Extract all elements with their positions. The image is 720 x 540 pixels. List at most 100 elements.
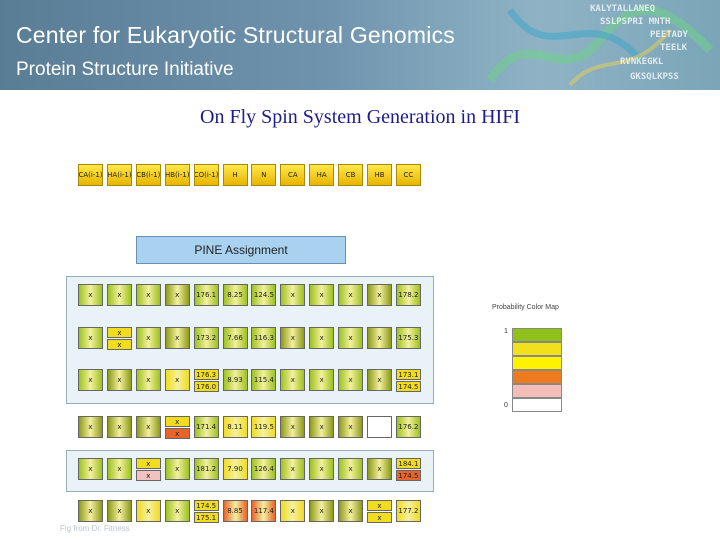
header-cell: N xyxy=(251,164,277,186)
spin-cell: 178.2 xyxy=(395,284,421,306)
spin-cell-split: 174.5 xyxy=(395,381,421,392)
spin-cell: x xyxy=(338,327,364,349)
sequence-text-5: RVNKEGKL xyxy=(620,57,664,67)
header-banner: KALYTALLANEQ SSLPSPRI MNTH PEETADY TEELK… xyxy=(0,0,720,90)
spin-cell: x xyxy=(338,284,364,306)
spin-cell-split: 174.5 xyxy=(395,470,421,481)
footer-credit: Fig from Dr. Fitness xyxy=(60,524,130,533)
header-cell: CA xyxy=(280,164,306,186)
spin-cell xyxy=(367,416,392,438)
spin-cell-split: x xyxy=(135,470,161,481)
header-cell: HA(i-1) xyxy=(106,164,132,186)
sequence-text-1: KALYTALLANEQ xyxy=(590,4,656,14)
spin-cell: 173.2 xyxy=(193,327,219,349)
header-cell: HB xyxy=(367,164,392,186)
header-cell: CC xyxy=(395,164,421,186)
slide-title: On Fly Spin System Generation in HIFI xyxy=(200,106,520,128)
spin-cell: x xyxy=(164,458,190,480)
spin-cell: x xyxy=(309,416,335,438)
spin-cell: x xyxy=(367,369,392,391)
spin-cell: x xyxy=(309,458,335,480)
legend-title: Probability Color Map xyxy=(492,304,559,311)
spin-cell: x xyxy=(367,327,392,349)
spin-cell: x xyxy=(280,284,306,306)
spin-cell: 175.3 xyxy=(395,327,421,349)
spin-cell-split: x xyxy=(106,339,132,350)
spin-cell-split: 173.1 xyxy=(395,369,421,380)
header-cell: HA xyxy=(309,164,335,186)
spin-cell-split: x xyxy=(367,512,392,523)
spin-cell: x xyxy=(135,369,161,391)
legend-swatch-2 xyxy=(512,342,562,356)
spin-cell: x xyxy=(106,369,132,391)
pine-assignment-label: PINE Assignment xyxy=(136,236,346,264)
spin-cell: x xyxy=(106,284,132,306)
spin-cell: x xyxy=(78,458,103,480)
spin-cell: 177.2 xyxy=(395,500,421,522)
spin-cell: x xyxy=(280,327,306,349)
spin-cell: x xyxy=(280,500,306,522)
legend-swatch-4 xyxy=(512,370,562,384)
spin-cell: x xyxy=(164,369,190,391)
spin-cell: x xyxy=(78,416,103,438)
spin-cell-split: 174.5 xyxy=(193,500,219,511)
spin-cell: x xyxy=(135,327,161,349)
spin-cell: x xyxy=(338,416,364,438)
spin-cell: x xyxy=(280,458,306,480)
spin-cell: x xyxy=(309,327,335,349)
spin-cell-split: 176.0 xyxy=(193,381,219,392)
legend-top-label: 1 xyxy=(504,328,508,335)
spin-cell: x xyxy=(164,500,190,522)
spin-cell-split: x xyxy=(164,416,190,427)
spin-cell: x xyxy=(280,369,306,391)
spin-cell: x xyxy=(106,500,132,522)
spin-cell: x xyxy=(338,458,364,480)
spin-cell: x xyxy=(309,369,335,391)
spin-cell: x xyxy=(338,500,364,522)
spin-cell: 7.66 xyxy=(222,327,248,349)
spin-cell-split: x xyxy=(135,458,161,469)
spin-cell: x xyxy=(280,416,306,438)
spin-cell: 7.90 xyxy=(222,458,248,480)
spin-cell: 8.25 xyxy=(222,284,248,306)
header-cell: HB(i-1) xyxy=(164,164,190,186)
banner-title: Center for Eukaryotic Structural Genomic… xyxy=(16,22,455,48)
sequence-text-2: SSLPSPRI MNTH xyxy=(600,17,671,27)
header-cell: CB xyxy=(338,164,364,186)
spin-cell: x xyxy=(78,500,103,522)
spin-cell: 8.85 xyxy=(222,500,248,522)
spin-cell: 115.4 xyxy=(251,369,277,391)
spin-cell: 176.1 xyxy=(193,284,219,306)
spin-cell: x xyxy=(135,416,161,438)
spin-cell: 8.11 xyxy=(222,416,248,438)
spin-cell: x xyxy=(135,500,161,522)
spin-cell: x xyxy=(367,284,392,306)
protein-structure-graphic xyxy=(486,6,714,87)
spin-cell: x xyxy=(106,416,132,438)
header-cell: CB(i-1) xyxy=(135,164,161,186)
banner-subtitle: Protein Structure Initiative xyxy=(16,59,234,80)
spin-cell: 8.93 xyxy=(222,369,248,391)
spin-cell: 126.4 xyxy=(251,458,277,480)
spin-cell: 116.3 xyxy=(251,327,277,349)
spin-cell: x xyxy=(78,369,103,391)
header-cell: CO(i-1) xyxy=(193,164,219,186)
spin-cell: x xyxy=(164,327,190,349)
spin-cell: x xyxy=(164,284,190,306)
spin-cell: x xyxy=(106,458,132,480)
spin-cell: 124.5 xyxy=(251,284,277,306)
legend-swatch-6 xyxy=(512,398,562,412)
spin-cell: 176.2 xyxy=(395,416,421,438)
spin-cell: x xyxy=(135,284,161,306)
legend-swatch-3 xyxy=(512,356,562,370)
legend-swatch-1 xyxy=(512,328,562,342)
spin-cell-split: 175.1 xyxy=(193,512,219,523)
spin-cell-split: x xyxy=(106,327,132,338)
spin-cell: x xyxy=(367,458,392,480)
spin-cell: 119.5 xyxy=(251,416,277,438)
sequence-text-6: GKSQLKPSS xyxy=(630,72,679,82)
spin-cell-split: x xyxy=(367,500,392,511)
spin-cell: 117.4 xyxy=(251,500,277,522)
spin-cell: x xyxy=(78,327,103,349)
spin-cell: x xyxy=(338,369,364,391)
